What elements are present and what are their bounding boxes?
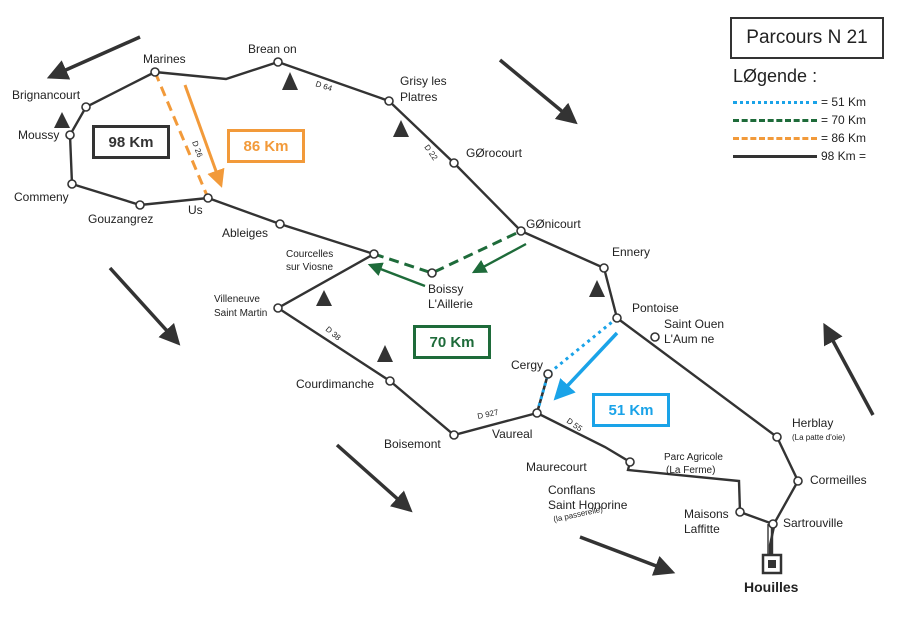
route-51km-arrow xyxy=(553,331,619,401)
route-70km xyxy=(373,229,522,275)
legend-entry-51: = 51 Km xyxy=(733,93,893,111)
legend: LØgende : = 51 Km = 70 Km = 86 Km 98 Km … xyxy=(733,66,893,166)
route-51km xyxy=(535,316,618,414)
label-houilles: Houilles xyxy=(744,579,799,595)
route-86km-arrow xyxy=(183,84,225,188)
legend-line-70 xyxy=(733,118,817,122)
hill-icons xyxy=(54,72,605,362)
label-genicourt: GØnicourt xyxy=(526,217,581,231)
legend-entry-98: 98 Km = xyxy=(733,147,893,165)
legend-line-51 xyxy=(733,100,817,104)
legend-label-70: = 70 Km xyxy=(821,113,867,127)
label-courcelles-2: sur Viosne xyxy=(286,262,334,273)
label-parc-2: (La Ferme) xyxy=(666,465,715,476)
label-villeneuve: Villeneuve xyxy=(214,294,260,305)
legend-entry-86: = 86 Km xyxy=(733,129,893,147)
legend-label-86: = 86 Km xyxy=(821,131,867,145)
legend-label-98: 98 Km = xyxy=(821,149,867,163)
label-gouzangrez: Gouzangrez xyxy=(88,212,153,226)
legend-entry-70: = 70 Km xyxy=(733,111,893,129)
label-villeneuve-2: Saint Martin xyxy=(214,308,267,319)
town-markers xyxy=(65,57,803,529)
legend-line-86 xyxy=(733,136,817,140)
label-parc: Parc Agricole xyxy=(664,452,723,463)
label-sartrouville: Sartrouville xyxy=(783,516,843,530)
label-commeny: Commeny xyxy=(14,190,69,204)
road-d927: D 927 xyxy=(477,408,500,421)
distance-box-86km: 86 Km xyxy=(227,129,305,163)
label-maisons-2: Laffitte xyxy=(684,522,720,536)
direction-arrows xyxy=(46,35,875,576)
label-saintouen-2: L'Aum ne xyxy=(664,332,715,346)
label-breancon: Brean on xyxy=(248,42,297,56)
label-courdimanche: Courdimanche xyxy=(296,377,374,391)
route-70km-arrow1 xyxy=(471,242,527,274)
route-70km-arrow2 xyxy=(367,262,426,288)
label-herblay: Herblay xyxy=(792,416,833,430)
distance-box-70km: 70 Km xyxy=(413,325,491,359)
road-d26: D 26 xyxy=(190,140,204,159)
label-cergy: Cergy xyxy=(511,358,543,372)
label-boissy: Boissy xyxy=(428,282,463,296)
label-maisons: Maisons xyxy=(684,507,729,521)
label-grisy: Grisy les xyxy=(400,74,447,88)
label-herblay-2: (La patte d'oie) xyxy=(792,433,845,442)
label-grisy-2: Platres xyxy=(400,90,437,104)
label-marines: Marines xyxy=(143,52,186,66)
label-maurecourt: Maurecourt xyxy=(526,460,587,474)
route-86km xyxy=(153,71,210,199)
distance-box-98km: 98 Km xyxy=(92,125,170,159)
label-ableiges: Ableiges xyxy=(222,226,268,240)
label-vaureal: Vaureal xyxy=(492,427,532,441)
label-cormeilles: Cormeilles xyxy=(810,473,867,487)
label-pontoise: Pontoise xyxy=(632,301,679,315)
label-saintouen: Saint Ouen xyxy=(664,317,724,331)
label-conflans-2: Saint Honorine xyxy=(548,498,628,512)
legend-heading: LØgende : xyxy=(733,66,818,86)
label-brignancourt: Brignancourt xyxy=(12,88,81,102)
houilles-marker-dot xyxy=(768,560,776,568)
label-gerocourt: GØrocourt xyxy=(466,146,523,160)
label-us: Us xyxy=(188,203,203,217)
distance-box-51km: 51 Km xyxy=(592,393,670,427)
label-ennery: Ennery xyxy=(612,245,650,259)
label-moussy: Moussy xyxy=(18,128,59,142)
label-boisemont: Boisemont xyxy=(384,437,441,451)
legend-line-98 xyxy=(733,154,817,158)
legend-label-51: = 51 Km xyxy=(821,95,867,109)
label-boissy-2: L'Aillerie xyxy=(428,297,473,311)
label-courcelles: Courcelles xyxy=(286,249,333,260)
label-conflans: Conflans xyxy=(548,483,595,497)
route-title: Parcours N 21 xyxy=(730,17,884,59)
